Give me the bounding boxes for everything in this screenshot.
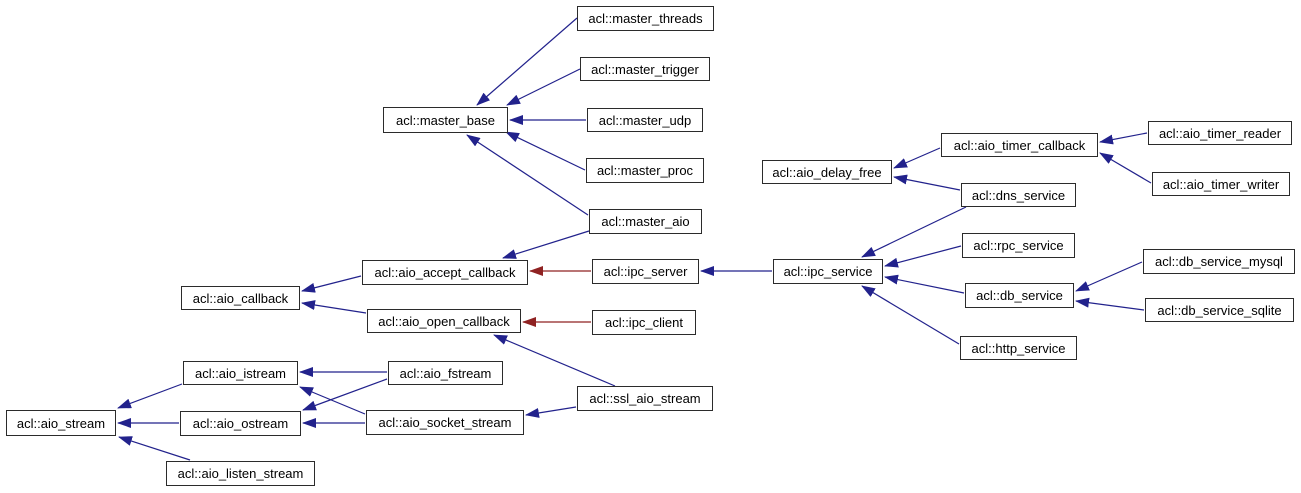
edge-master_trigger-to-master_base (506, 68, 581, 106)
edge-ssl_aio_stream-to-aio_open_callback (493, 334, 616, 387)
node-master_threads[interactable]: acl::master_threads (577, 6, 714, 31)
edge-rpc_service-to-ipc_service (884, 245, 962, 268)
edge-aio_open_callback-to-aio_callback (301, 300, 367, 314)
node-aio_istream[interactable]: acl::aio_istream (183, 361, 298, 385)
node-rpc_service[interactable]: acl::rpc_service (962, 233, 1075, 258)
node-http_service[interactable]: acl::http_service (960, 336, 1077, 360)
node-dns_service[interactable]: acl::dns_service (961, 183, 1076, 207)
edge-aio_timer_writer-to-aio_timer_callback (1099, 152, 1152, 184)
edge-aio_listen_stream-to-aio_stream (118, 436, 191, 461)
edge-master_threads-to-master_base (476, 17, 578, 106)
edge-aio_timer_callback-to-aio_delay_free (893, 147, 941, 169)
node-db_service_mysql[interactable]: acl::db_service_mysql (1143, 249, 1295, 274)
edge-db_service_sqlite-to-db_service (1075, 297, 1145, 311)
node-aio_socket_stream[interactable]: acl::aio_socket_stream (366, 410, 524, 435)
node-aio_timer_writer[interactable]: acl::aio_timer_writer (1152, 172, 1290, 196)
edge-master_aio-to-master_base (466, 134, 589, 216)
node-master_proc[interactable]: acl::master_proc (586, 158, 704, 183)
edge-dns_service-to-aio_delay_free (893, 174, 961, 191)
edge-master_proc-to-master_base (505, 131, 586, 171)
node-ssl_aio_stream[interactable]: acl::ssl_aio_stream (577, 386, 713, 411)
node-aio_stream[interactable]: acl::aio_stream (6, 410, 116, 436)
node-aio_open_callback[interactable]: acl::aio_open_callback (367, 309, 521, 333)
node-master_udp[interactable]: acl::master_udp (587, 108, 703, 132)
edge-aio_timer_reader-to-aio_timer_callback (1099, 132, 1148, 145)
edge-aio_socket_stream-to-aio_istream (299, 386, 366, 415)
node-db_service_sqlite[interactable]: acl::db_service_sqlite (1145, 298, 1294, 322)
edge-aio_fstream-to-aio_ostream (302, 378, 388, 411)
node-ipc_client[interactable]: acl::ipc_client (592, 310, 696, 335)
edge-aio_istream-to-aio_stream (117, 383, 183, 409)
node-db_service[interactable]: acl::db_service (965, 283, 1074, 308)
edge-master_aio-to-aio_accept_callback (502, 230, 590, 259)
node-master_aio[interactable]: acl::master_aio (589, 209, 702, 234)
node-aio_accept_callback[interactable]: acl::aio_accept_callback (362, 260, 528, 285)
node-aio_ostream[interactable]: acl::aio_ostream (180, 411, 301, 436)
node-ipc_server[interactable]: acl::ipc_server (592, 259, 699, 284)
node-aio_timer_callback[interactable]: acl::aio_timer_callback (941, 133, 1098, 157)
edge-dns_service-to-ipc_service (861, 206, 967, 258)
node-aio_listen_stream[interactable]: acl::aio_listen_stream (166, 461, 315, 486)
edge-http_service-to-ipc_service (861, 285, 960, 345)
node-aio_fstream[interactable]: acl::aio_fstream (388, 361, 503, 385)
node-aio_delay_free[interactable]: acl::aio_delay_free (762, 160, 892, 184)
edge-db_service-to-ipc_service (884, 274, 965, 294)
node-aio_timer_reader[interactable]: acl::aio_timer_reader (1148, 121, 1292, 145)
edge-aio_accept_callback-to-aio_callback (301, 275, 362, 293)
node-master_trigger[interactable]: acl::master_trigger (580, 57, 710, 81)
node-aio_callback[interactable]: acl::aio_callback (181, 286, 300, 310)
edge-ssl_aio_stream-to-aio_socket_stream (525, 406, 577, 418)
node-master_base[interactable]: acl::master_base (383, 107, 508, 133)
node-ipc_service[interactable]: acl::ipc_service (773, 259, 883, 284)
edge-db_service_mysql-to-db_service (1075, 261, 1143, 292)
